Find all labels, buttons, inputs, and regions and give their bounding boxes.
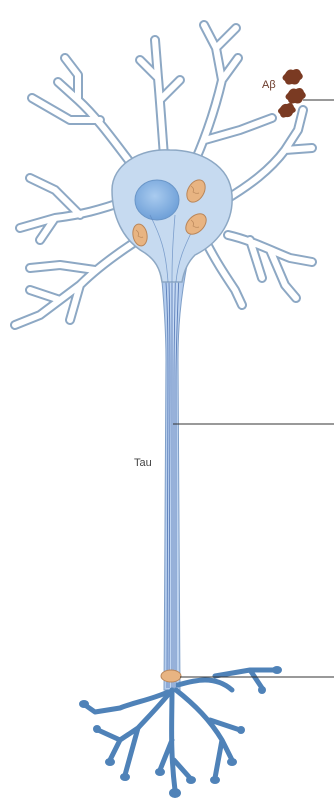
tau-label: Tau [134, 457, 152, 469]
axon-terminal-tree [79, 666, 282, 798]
axon [160, 245, 188, 690]
abeta-label: Aβ [262, 79, 276, 91]
nucleus-icon [135, 180, 179, 220]
mitochondrion-icon [161, 670, 181, 682]
